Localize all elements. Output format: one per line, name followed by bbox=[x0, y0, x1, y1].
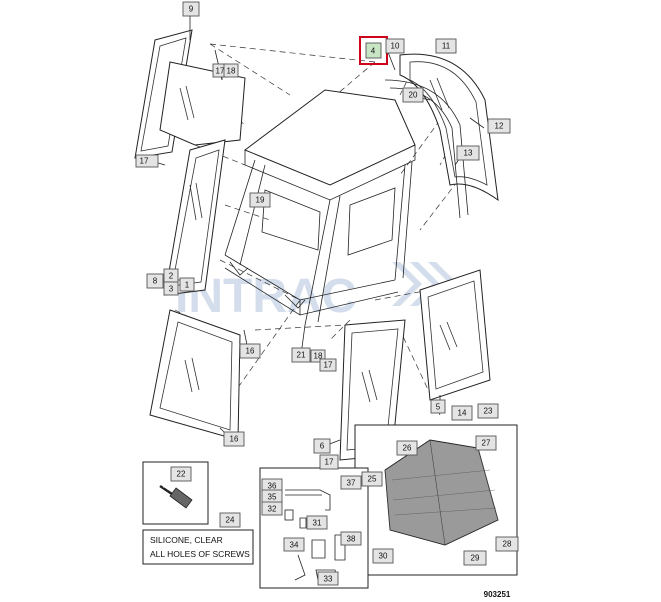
svg-text:20: 20 bbox=[409, 91, 418, 100]
svg-text:17: 17 bbox=[140, 157, 149, 166]
callout-13: 13 bbox=[456, 145, 480, 161]
left-side-glass-panel bbox=[164, 139, 226, 296]
callout-3: 3 bbox=[163, 281, 179, 296]
svg-text:22: 22 bbox=[177, 470, 186, 479]
callout-16-lower: 16 bbox=[223, 431, 245, 447]
callout-16: 16 bbox=[239, 343, 261, 359]
callout-26: 26 bbox=[396, 440, 418, 456]
callout-25: 25 bbox=[361, 471, 383, 487]
callout-29: 29 bbox=[463, 550, 487, 566]
svg-text:29: 29 bbox=[471, 554, 480, 563]
svg-text:30: 30 bbox=[379, 552, 388, 561]
right-side-glass-panel bbox=[419, 269, 491, 401]
callout-33: 33 bbox=[317, 571, 339, 586]
svg-text:11: 11 bbox=[442, 42, 451, 51]
svg-text:8: 8 bbox=[153, 277, 158, 286]
screw-inset bbox=[142, 461, 209, 525]
callout-23: 23 bbox=[477, 403, 499, 419]
callout-32: 32 bbox=[261, 501, 283, 516]
note-line-1: SILICONE, CLEAR bbox=[150, 535, 223, 545]
svg-text:16: 16 bbox=[246, 347, 255, 356]
svg-text:37: 37 bbox=[347, 479, 356, 488]
svg-text:12: 12 bbox=[495, 122, 504, 131]
callout-17: 17 bbox=[212, 63, 228, 78]
note-box: SILICONE, CLEAR ALL HOLES OF SCREWS bbox=[142, 529, 254, 565]
callout-6: 6 bbox=[313, 438, 331, 454]
svg-text:16: 16 bbox=[230, 435, 239, 444]
svg-text:35: 35 bbox=[268, 493, 277, 502]
callout-12: 12 bbox=[487, 118, 511, 134]
callout-21: 21 bbox=[291, 347, 311, 363]
svg-text:5: 5 bbox=[436, 403, 441, 412]
callout-5: 5 bbox=[430, 399, 446, 414]
svg-text:26: 26 bbox=[403, 444, 412, 453]
svg-text:28: 28 bbox=[503, 540, 512, 549]
callout-24: 24 bbox=[219, 512, 241, 528]
callout-34: 34 bbox=[283, 537, 305, 552]
svg-text:21: 21 bbox=[297, 351, 306, 360]
callout-20: 20 bbox=[402, 87, 424, 103]
rear-upper-glass-panel bbox=[134, 29, 193, 159]
rear-gasket-panel bbox=[384, 79, 469, 219]
callout-18: 18 bbox=[223, 63, 239, 78]
callout-37: 37 bbox=[340, 475, 362, 490]
svg-text:17: 17 bbox=[324, 361, 333, 370]
callout-35: 35 bbox=[261, 489, 283, 504]
svg-text:32: 32 bbox=[268, 505, 277, 514]
svg-text:18: 18 bbox=[227, 67, 236, 76]
svg-text:17: 17 bbox=[216, 67, 225, 76]
svg-text:27: 27 bbox=[482, 439, 491, 448]
svg-text:1: 1 bbox=[185, 281, 190, 290]
callout-9: 9 bbox=[182, 1, 200, 17]
svg-text:3: 3 bbox=[169, 285, 174, 294]
svg-text:4: 4 bbox=[371, 47, 376, 56]
svg-text:19: 19 bbox=[256, 196, 265, 205]
callout-28: 28 bbox=[495, 536, 519, 552]
callout-31: 31 bbox=[306, 515, 328, 530]
svg-text:14: 14 bbox=[458, 409, 467, 418]
callout-17-lower: 17 bbox=[319, 454, 339, 470]
svg-text:2: 2 bbox=[169, 272, 174, 281]
svg-text:6: 6 bbox=[320, 442, 325, 451]
note-line-2: ALL HOLES OF SCREWS bbox=[150, 549, 250, 559]
callout-4-highlighted: 4 bbox=[359, 36, 388, 65]
callout-17-mid: 17 bbox=[319, 358, 337, 372]
svg-text:36: 36 bbox=[268, 482, 277, 491]
screw-icon bbox=[157, 479, 193, 509]
svg-text:34: 34 bbox=[290, 541, 299, 550]
callout-38: 38 bbox=[340, 531, 362, 546]
callout-11: 11 bbox=[435, 38, 457, 54]
svg-text:13: 13 bbox=[464, 149, 473, 158]
cab-frame bbox=[224, 89, 416, 326]
svg-text:18: 18 bbox=[314, 352, 323, 361]
svg-text:38: 38 bbox=[347, 535, 356, 544]
svg-text:9: 9 bbox=[189, 5, 194, 14]
callout-2: 2 bbox=[163, 268, 179, 283]
callout-30: 30 bbox=[372, 548, 394, 564]
svg-text:17: 17 bbox=[325, 458, 334, 467]
front-lower-glass-panel bbox=[149, 309, 241, 441]
note-frame bbox=[142, 529, 254, 565]
callout-8: 8 bbox=[146, 273, 164, 289]
svg-text:10: 10 bbox=[391, 42, 400, 51]
svg-text:31: 31 bbox=[313, 519, 322, 528]
callout-19: 19 bbox=[249, 192, 271, 208]
callout-14: 14 bbox=[451, 405, 473, 421]
callouts: 9 4 10 11 17 18 20 12 13 17 19 8 2 1 3 1… bbox=[135, 1, 519, 586]
callout-27: 27 bbox=[475, 435, 497, 451]
callout-1: 1 bbox=[179, 277, 195, 292]
figure-number: 903251 bbox=[484, 590, 511, 599]
svg-text:33: 33 bbox=[324, 575, 333, 584]
svg-text:23: 23 bbox=[484, 407, 493, 416]
svg-text:24: 24 bbox=[226, 516, 235, 525]
callout-17-left: 17 bbox=[135, 154, 159, 168]
callout-10: 10 bbox=[385, 38, 405, 54]
callout-22: 22 bbox=[170, 466, 192, 482]
svg-text:25: 25 bbox=[368, 475, 377, 484]
